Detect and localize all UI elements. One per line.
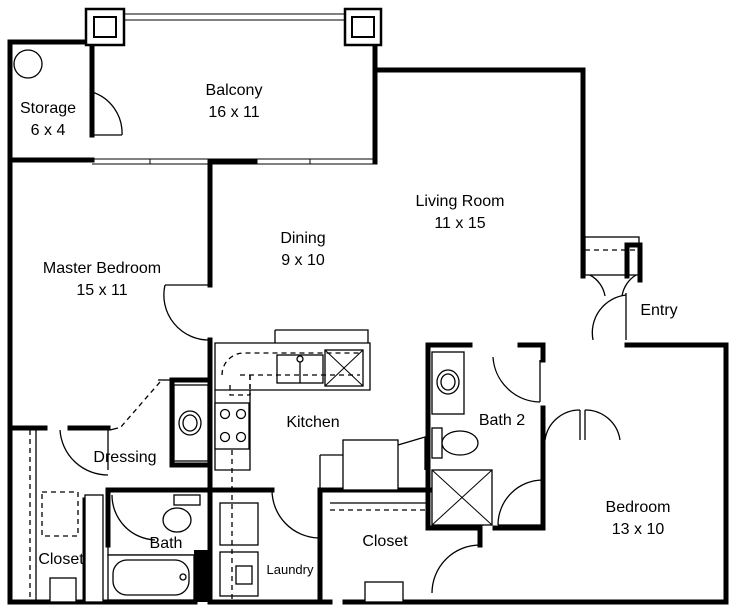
room-labels: Storage 6 x 4 Balcony 16 x 11 Living Roo… <box>20 82 678 577</box>
master-bedroom-label: Master Bedroom <box>43 260 161 277</box>
balcony-railing <box>84 7 383 48</box>
refrigerator <box>319 436 426 491</box>
closet-left <box>29 430 104 605</box>
closet-mid-label: Closet <box>362 533 408 550</box>
laundry <box>219 489 319 600</box>
water-heater <box>13 49 43 79</box>
closet-left-label: Closet <box>38 551 84 568</box>
dressing-door <box>59 429 109 476</box>
kitchen-label: Kitchen <box>286 414 339 431</box>
storage-room <box>13 49 123 136</box>
vanity-sink <box>173 384 209 462</box>
balcony-sliding-door <box>92 158 375 165</box>
stove <box>214 402 250 450</box>
bedroom-size: 13 x 10 <box>612 521 665 538</box>
balcony-size: 16 x 11 <box>208 104 259 121</box>
laundry-label: Laundry <box>267 562 314 577</box>
balcony-post-left <box>84 7 126 47</box>
dressing-doorway <box>109 379 172 431</box>
living-room-label: Living Room <box>416 193 505 210</box>
dressing-label: Dressing <box>93 449 156 466</box>
storage-size: 6 x 4 <box>31 122 66 139</box>
storage-label: Storage <box>20 100 76 117</box>
interior-walls <box>7 159 546 605</box>
closet-mid <box>330 502 481 603</box>
living-room-size: 11 x 15 <box>434 215 485 232</box>
washer <box>219 502 259 546</box>
bedroom-double-door <box>544 409 621 441</box>
balcony-label: Balcony <box>206 82 263 99</box>
master-bedroom-door <box>163 284 211 341</box>
exterior-walls <box>7 27 729 605</box>
master-bedroom-size: 15 x 11 <box>76 282 127 299</box>
dining-label: Dining <box>280 230 325 247</box>
bath-2 <box>431 351 544 526</box>
closet-shelf <box>41 491 79 537</box>
bath2-toilet <box>431 427 479 459</box>
entry <box>584 236 640 341</box>
bath2-sink <box>431 351 465 415</box>
bath-label: Bath <box>150 535 183 552</box>
balcony-post-right <box>343 7 383 47</box>
shower <box>431 469 493 526</box>
master-bath <box>107 494 210 602</box>
dining-size: 9 x 10 <box>281 252 325 269</box>
kitchen-sink <box>276 349 364 387</box>
bedroom-label: Bedroom <box>606 499 671 516</box>
entry-label: Entry <box>640 302 677 319</box>
toilet <box>162 494 201 533</box>
bath-2-label: Bath 2 <box>479 412 525 429</box>
kitchen <box>214 329 426 491</box>
